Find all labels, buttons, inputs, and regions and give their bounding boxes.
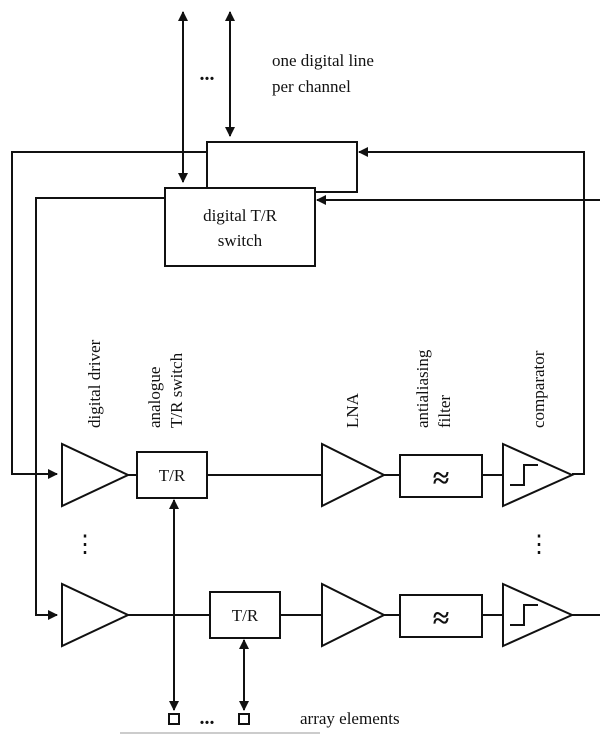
wire-comparator-1-return — [358, 147, 585, 475]
top-note-line2: per channel — [272, 77, 351, 96]
filter-1-box — [399, 454, 483, 498]
tr-switch-1-label: T/R — [159, 466, 186, 485]
wire-to-driver-2 — [35, 197, 165, 620]
rows-ellipsis-left: ⋮ — [73, 532, 97, 558]
antialiasing-label-line2: filter — [435, 395, 454, 428]
comparator-2-step-icon — [510, 604, 538, 626]
lna-1-triangle — [321, 442, 387, 508]
digital-lines-ellipsis: ... — [200, 63, 215, 85]
top-note-line1: one digital line — [272, 51, 374, 70]
driver-2-triangle — [61, 582, 131, 648]
comparator-2-triangle — [502, 582, 575, 648]
lna-2-triangle — [321, 582, 387, 648]
digital-tr-switch-box — [164, 187, 316, 267]
digital-tr-label-line1: digital T/R — [203, 206, 277, 225]
lna-label: LNA — [343, 392, 362, 428]
rows-ellipsis-right: ⋮ — [527, 532, 551, 558]
array-ellipsis: ... — [200, 707, 215, 729]
filter-2-icon: ≈ — [433, 602, 449, 635]
analogue-label-line1: analogue — [145, 367, 164, 428]
array-element-1 — [168, 713, 180, 725]
digital-tr-label-line2: switch — [218, 231, 263, 250]
comparator-label: comparator — [529, 350, 548, 428]
analogue-label-line2: T/R switch — [167, 352, 186, 428]
digital-driver-label: digital driver — [85, 339, 104, 428]
tr-switch-2-label: T/R — [232, 606, 259, 625]
comparator-1-step-icon — [510, 464, 538, 486]
tr-switch-1-box — [136, 451, 208, 499]
array-element-2 — [238, 713, 250, 725]
filter-1-icon: ≈ — [433, 462, 449, 495]
digital-tr-back-box — [206, 141, 358, 193]
wire-to-driver-1 — [11, 151, 207, 479]
tr-switch-2-box — [209, 591, 281, 639]
driver-1-triangle — [61, 442, 131, 508]
array-elements-label: array elements — [300, 709, 400, 728]
comparator-1-triangle — [502, 442, 575, 508]
antialiasing-label-line1: antialiasing — [413, 349, 432, 428]
